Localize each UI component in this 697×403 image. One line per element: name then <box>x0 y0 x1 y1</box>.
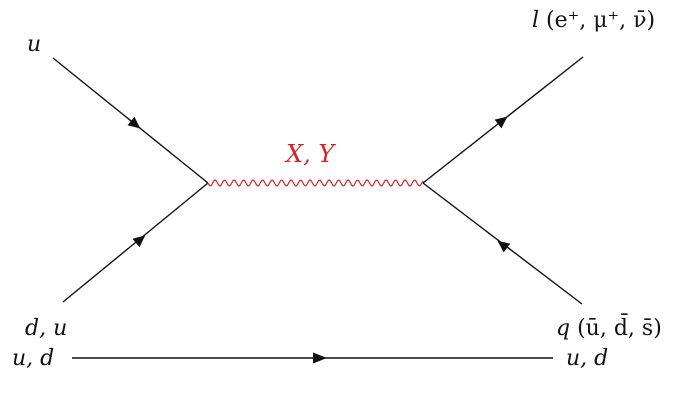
spectator-left-label: u, d <box>12 346 55 371</box>
outgoing-bottom-label: q (ū, d̄, s̄) <box>556 318 662 340</box>
incoming-bottom-label: d, u <box>25 316 68 341</box>
outgoing-top-symbol: l <box>532 8 540 33</box>
incoming-top-label: u <box>27 32 42 57</box>
incoming-bottom-arrow-icon <box>132 235 146 248</box>
incoming-top-fermion-line <box>52 57 209 184</box>
incoming-top-arrow-icon <box>127 116 141 129</box>
outgoing-bottom-symbol: q <box>556 316 571 341</box>
outgoing-bottom-alternatives: (ū, d̄, s̄) <box>577 316 662 341</box>
outgoing-top-arrow-icon <box>494 116 508 129</box>
boson-propagator-wave <box>207 179 424 187</box>
outgoing-top-label: l (e⁺, μ⁺, ν̄) <box>532 10 655 32</box>
boson-label: X, Y <box>286 140 335 168</box>
spectator-arrow-icon <box>313 352 327 364</box>
incoming-bottom-fermion-line <box>62 182 209 303</box>
outgoing-top-alternatives: (e⁺, μ⁺, ν̄) <box>546 8 656 33</box>
outgoing-bottom-arrow-icon <box>497 240 511 253</box>
spectator-right-label: u, d <box>566 346 609 371</box>
